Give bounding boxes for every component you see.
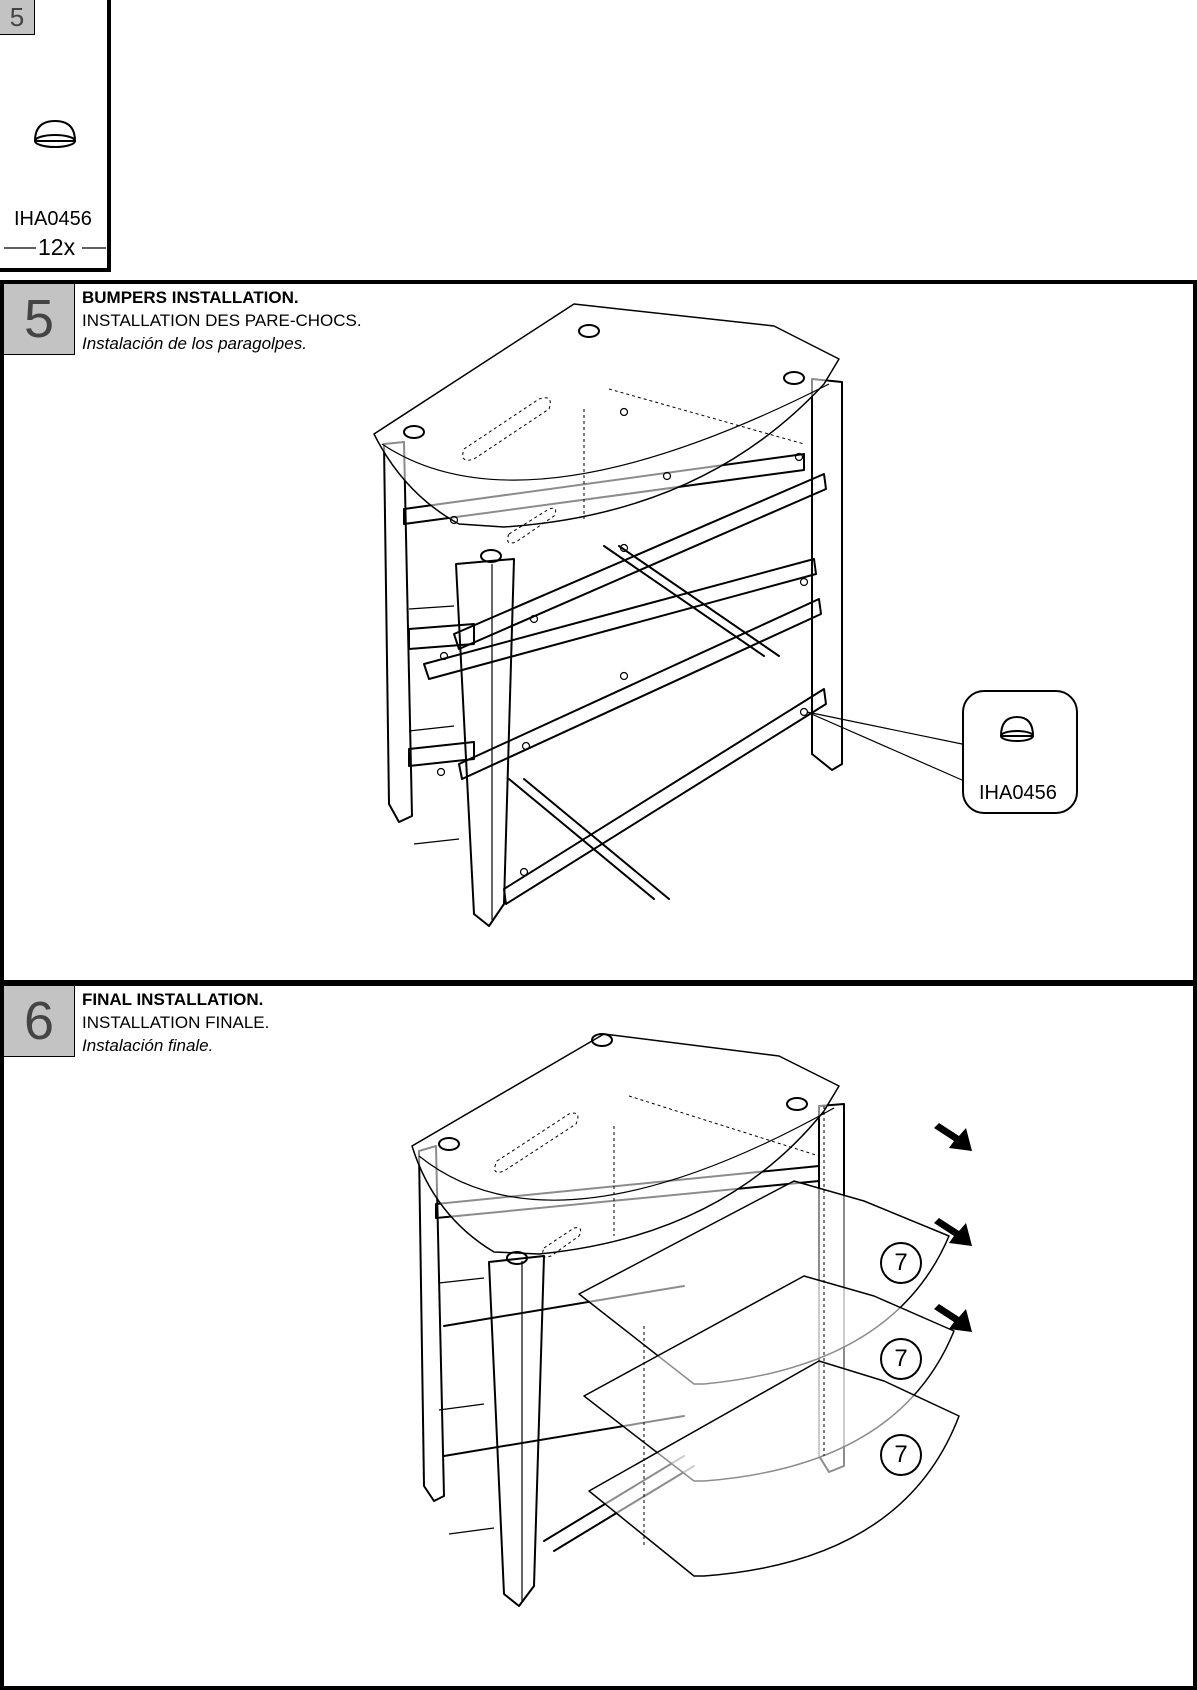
step-5-title-en: BUMPERS INSTALLATION. <box>82 288 299 307</box>
step-5-titles: BUMPERS INSTALLATION. INSTALLATION DES P… <box>82 286 362 355</box>
step-6-title-es: Instalación finale. <box>82 1036 214 1055</box>
step-6-title-en: FINAL INSTALLATION. <box>82 990 264 1009</box>
step-6-panel: 6 FINAL INSTALLATION. INSTALLATION FINAL… <box>0 982 1197 1690</box>
step-6-number: 6 <box>4 986 75 1057</box>
shelf-label-3: 7 <box>880 1434 922 1476</box>
bumper-icon <box>1000 716 1034 742</box>
arrow-icon <box>934 1304 972 1332</box>
bumper-icon <box>34 120 76 148</box>
step-6-stand-illustration <box>411 1033 972 1607</box>
step-5-stand-illustration <box>373 303 963 927</box>
arrow-icon <box>934 1123 972 1151</box>
arrow-icon <box>934 1218 972 1246</box>
step-6-title-fr: INSTALLATION FINALE. <box>82 1013 270 1032</box>
hardware-step-number: 5 <box>0 0 35 35</box>
hardware-box: 5 IHA0456 12x <box>0 0 111 272</box>
part-quantity: 12x <box>38 234 76 260</box>
step-5-title-fr: INSTALLATION DES PARE-CHOCS. <box>82 311 362 330</box>
step-5-title-es: Instalación de los paragolpes. <box>82 334 307 353</box>
shelf-label-1: 7 <box>880 1242 922 1284</box>
part-code: IHA0456 <box>14 208 92 230</box>
step-5-number: 5 <box>4 284 75 355</box>
shelf-label-2: 7 <box>880 1338 922 1380</box>
callout-part-code: IHA0456 <box>979 782 1057 804</box>
quantity-rule <box>4 247 106 249</box>
step-6-titles: FINAL INSTALLATION. INSTALLATION FINALE.… <box>82 988 269 1057</box>
step-5-panel: 5 BUMPERS INSTALLATION. INSTALLATION DES… <box>0 280 1197 984</box>
bumper-callout <box>962 690 1078 814</box>
